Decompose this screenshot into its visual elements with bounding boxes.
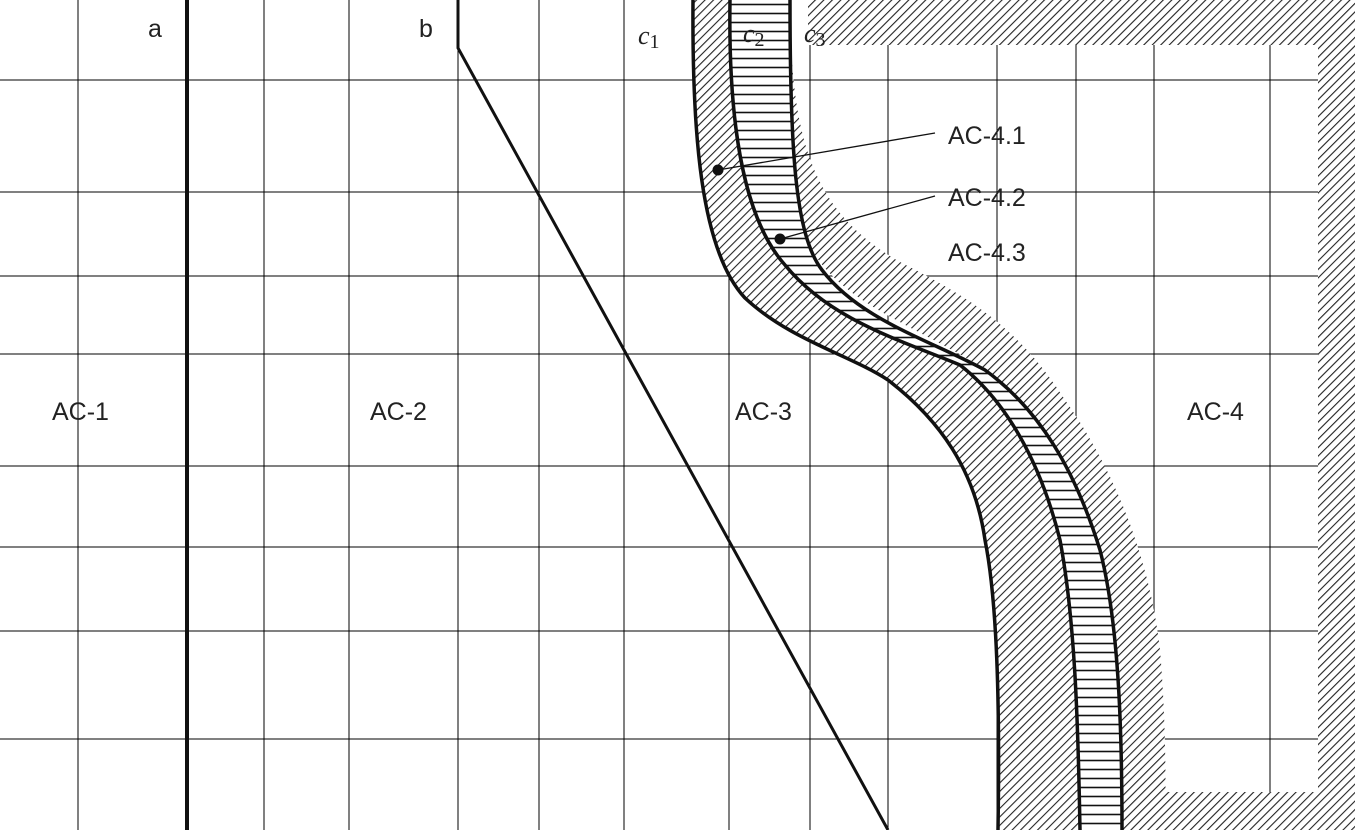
leader-ac41 [717,132,936,171]
leader-ac42 [779,195,936,240]
callout-label-ac41: AC-4.1 [948,122,1026,150]
curve-c3 [788,0,1124,830]
horizontal-hatched-core [729,0,1122,830]
region-label-ac2: AC-2 [370,398,427,426]
curve-c1 [691,0,1001,830]
line-b [456,0,890,830]
callout-label-ac43: AC-4.3 [948,239,1026,267]
outer-hatched-band [790,0,1166,830]
label-c3: c3 [804,19,826,51]
marker-dot-ac41 [712,164,724,176]
callout-leaders [717,132,936,240]
curve-c2 [728,0,1082,830]
label-c1-sub: 1 [650,31,660,53]
region-label-ac3: AC-3 [735,398,792,426]
label-c3-main: c [804,19,816,48]
label-c2-sub: 2 [755,29,765,51]
label-c3-sub: 3 [816,29,826,51]
label-c2: c2 [743,19,765,51]
label-c2-main: c [743,19,755,48]
label-a: a [148,15,162,43]
boundary-curves [185,0,1124,830]
callout-label-ac42: AC-4.2 [948,184,1026,212]
label-b: b [419,15,433,43]
region-label-ac1: AC-1 [52,398,109,426]
label-c1: c1 [638,21,660,53]
region-label-ac4: AC-4 [1187,398,1244,426]
marker-dot-ac42 [774,233,786,245]
label-c1-main: c [638,21,650,50]
